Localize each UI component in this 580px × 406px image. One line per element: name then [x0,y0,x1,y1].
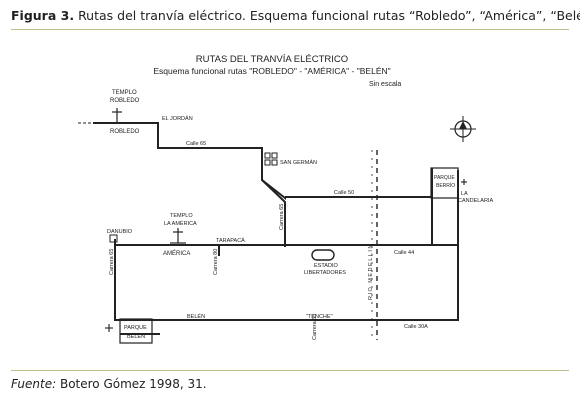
label-carrera-65-west: Carrera 65 [109,249,115,275]
label-templo-america-1: TEMPLO [170,213,193,219]
scale-note: Sin escala [369,81,401,88]
parque-belen-box [119,318,153,344]
figure-caption: Figura 3. Rutas del tranvía eléctrico. E… [11,8,580,23]
tram-routes-map: RUTAS DEL TRANVÍA ELÉCTRICO Esquema func… [78,54,493,344]
label-templo-robledo-2: ROBLEDO [110,98,140,104]
label-la-candelaria-2: CANDELARIA [458,198,493,204]
label-robledo: ROBLEDO [110,129,140,135]
danubio-marker [109,234,118,243]
carrera-65-segment [261,179,286,247]
label-calle-50: Calle 50 [334,190,354,196]
label-carrera-80: Carrera 80 [213,249,219,275]
route-lines [93,122,459,335]
belen-cross-icon [105,324,113,332]
label-san-german: SAN GERMÁN [280,159,317,166]
label-rio-medellin: RIO MEDELLIN [368,243,374,300]
label-calle-65: Calle 65 [186,141,206,147]
la-candelaria-cross-icon [461,179,467,185]
label-el-jordan: EL JORDÁN [162,115,193,122]
figure-source: Fuente: Botero Gómez 1998, 31. [11,377,207,391]
source-label: Fuente: [11,377,57,391]
label-parque-berrio-1: PARQUE [434,175,455,181]
map-subtitle: Esquema funcional rutas "ROBLEDO" - "AMÉ… [153,66,390,76]
figure-label: Figura 3. [11,8,75,23]
templo-america-cross-icon [170,228,186,244]
label-parque-belen-2: BELÉN [127,333,145,340]
label-templo-america-2: LA AMÉRICA [164,220,197,227]
label-templo-robledo-1: TEMPLO [112,90,137,96]
label-estadio-2: LIBERTADORES [304,270,346,276]
source-text: Botero Gómez 1998, 31. [59,377,207,391]
label-parque-berrio-2: BERRÍO [436,182,455,189]
label-danubio: DANUBIO [107,229,133,235]
label-tarapaca: TARAPACÁ [216,237,245,244]
label-la-candelaria-1: LA [461,191,468,197]
templo-robledo-cross-icon [112,108,122,122]
label-calle-30a: Calle 30A [404,324,428,330]
belen-loop-line [114,245,459,321]
caption-divider [11,29,569,30]
figure-title: Rutas del tranvía eléctrico. Esquema fun… [78,8,580,23]
label-america: AMÉRICA [163,250,190,257]
label-carrera-65-north: Carrera 65 [279,204,285,230]
source-divider [11,370,569,371]
estadio-icon [311,249,335,261]
parque-berrio-box [430,167,459,199]
san-german-blocks-icon [264,152,278,166]
north-arrow-icon [450,116,476,142]
label-tenche: "TENCHE" [306,314,333,320]
label-belen-street: BELÉN [187,313,205,320]
map-title: RUTAS DEL TRANVÍA ELÉCTRICO [196,54,348,65]
label-carrera-65-south: Carrera 65 [312,314,318,340]
label-parque-belen-1: PARQUE [124,325,147,331]
label-calle-44: Calle 44 [394,250,414,256]
label-estadio-1: ESTADIO [314,263,338,269]
calle-44-line [115,170,459,246]
